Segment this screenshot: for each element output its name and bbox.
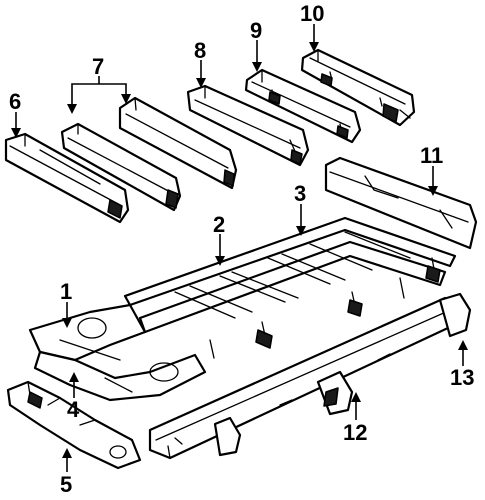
part-10-crossmember bbox=[300, 48, 416, 127]
callout-2: 2 bbox=[213, 212, 225, 237]
part-6-crossmember bbox=[4, 132, 130, 224]
part-7-crossmember-a bbox=[118, 96, 238, 190]
part-8-crossmember bbox=[186, 84, 310, 167]
part-11-rear-rail bbox=[324, 156, 478, 250]
callout-6: 6 bbox=[9, 89, 21, 114]
main-frame-assembly bbox=[28, 216, 457, 402]
callout-11: 11 bbox=[420, 143, 443, 168]
callout-9: 9 bbox=[250, 18, 262, 43]
part-7-crossmember-b bbox=[60, 122, 182, 212]
callout-1: 1 bbox=[60, 279, 72, 304]
callout-10: 10 bbox=[300, 1, 324, 26]
callout-labels: 10 9 8 7 6 11 3 2 1 4 5 12 13 bbox=[9, 1, 474, 497]
callout-12: 12 bbox=[343, 420, 367, 445]
callout-4: 4 bbox=[67, 397, 80, 422]
callout-7: 7 bbox=[92, 54, 104, 79]
part-5-front-crossmember bbox=[6, 380, 142, 470]
callout-5: 5 bbox=[60, 472, 72, 497]
callout-leaders bbox=[11, 24, 468, 472]
part-9-crossmember bbox=[244, 68, 362, 144]
callout-13: 13 bbox=[450, 365, 474, 390]
callout-3: 3 bbox=[294, 181, 306, 206]
callout-8: 8 bbox=[194, 38, 206, 63]
part-12-13-side-rail bbox=[148, 292, 472, 460]
